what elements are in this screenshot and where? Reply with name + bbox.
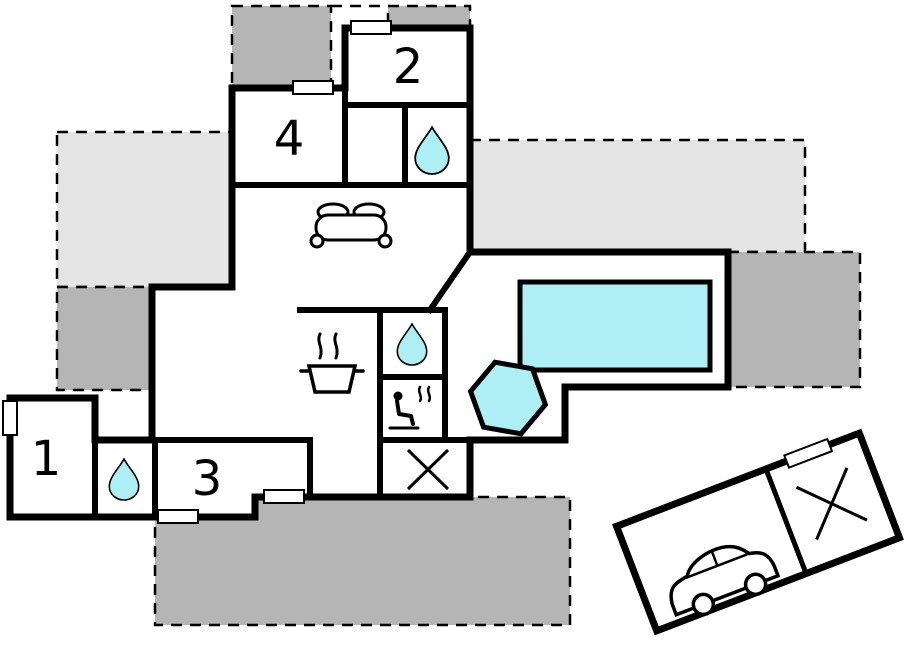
sofa-body xyxy=(314,213,388,242)
stove-icon xyxy=(299,332,365,394)
steam-line xyxy=(333,332,339,360)
door-window-marker xyxy=(350,20,392,35)
terraces xyxy=(55,4,862,627)
sauna-icon xyxy=(388,385,432,430)
car-icon xyxy=(669,544,781,618)
water-drop-icon xyxy=(108,457,140,501)
door-window-marker xyxy=(157,509,199,524)
water-drop-icon xyxy=(396,322,428,366)
person-body xyxy=(395,399,415,426)
terrace-top-right xyxy=(386,4,472,30)
sofa-arm xyxy=(377,233,393,249)
door-window-marker xyxy=(263,489,305,504)
door-window-marker xyxy=(2,400,18,436)
room-2-label: 2 xyxy=(393,39,424,95)
person-head xyxy=(393,391,403,401)
terrace-right xyxy=(468,138,807,254)
garage-divider-wall xyxy=(763,468,809,575)
cross-line xyxy=(815,467,849,541)
terrace-right-lower xyxy=(726,250,862,389)
heat-line xyxy=(417,385,423,403)
water-drop-icon xyxy=(414,125,450,175)
room-1-label: 1 xyxy=(31,431,62,487)
room-3-label: 3 xyxy=(192,451,223,507)
room-labels: 1 2 3 4 xyxy=(31,39,424,507)
cross-icon xyxy=(406,448,450,491)
door-window-marker xyxy=(292,80,334,95)
room-4-label: 4 xyxy=(274,111,305,167)
garage-outline xyxy=(612,428,904,636)
cross-line xyxy=(406,448,450,491)
sofa-arm xyxy=(309,233,325,249)
terrace-left xyxy=(55,130,234,289)
car-wheel xyxy=(691,592,716,617)
steam-line xyxy=(317,332,323,360)
bathroom-drops xyxy=(108,125,450,501)
openings xyxy=(2,20,392,524)
heat-line xyxy=(426,385,432,403)
pool xyxy=(517,279,713,373)
hot-tub xyxy=(467,359,549,437)
garage xyxy=(612,428,904,636)
car-window-divider xyxy=(710,551,719,567)
interior-walls xyxy=(92,85,475,520)
terrace-left-lower xyxy=(55,285,154,392)
sofa-icon xyxy=(309,202,393,249)
pot xyxy=(306,364,358,394)
door-window-marker xyxy=(783,437,834,469)
car-wheel xyxy=(743,572,768,597)
terrace-top-left xyxy=(230,4,333,90)
wall-diagonal xyxy=(425,247,475,315)
